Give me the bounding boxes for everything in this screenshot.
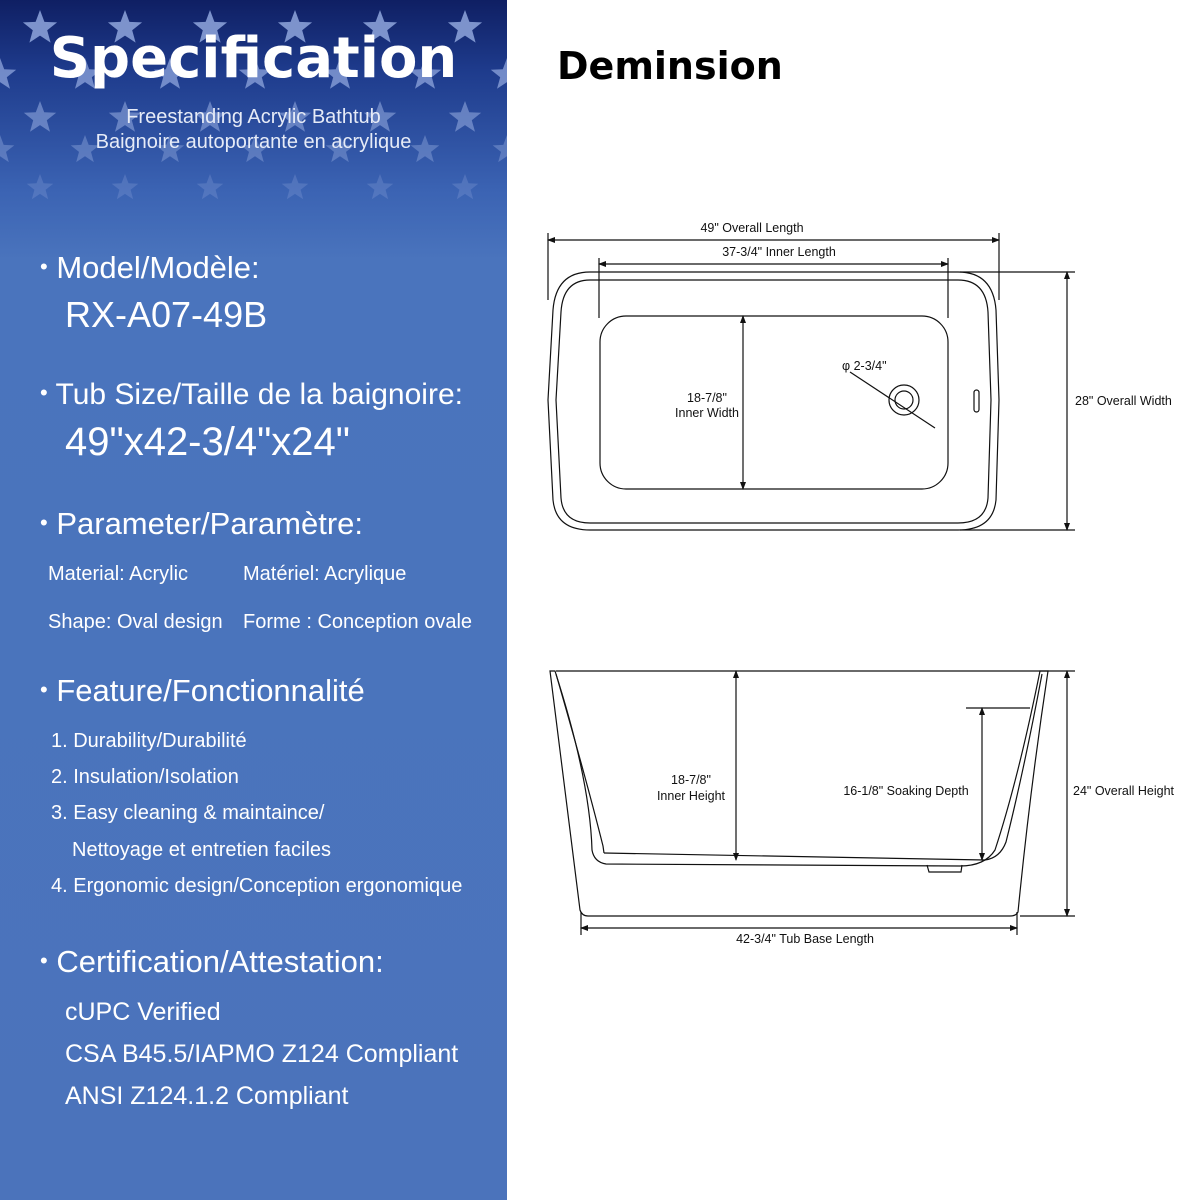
decorative-star-icon: [70, 135, 100, 163]
feature-item: 4. Ergonomic design/Conception ergonomiq…: [51, 875, 463, 897]
decorative-star-icon: [155, 135, 185, 163]
decorative-star-icon: [448, 101, 482, 132]
side-view: [549, 670, 1075, 935]
dimension-title: Deminsion: [557, 44, 783, 88]
size-heading: • Tub Size/Taille de la baignoire:: [40, 378, 463, 412]
decorative-star-icon: [362, 10, 398, 43]
soaking-depth-label: 16-1/8" Soaking Depth: [843, 784, 968, 798]
model-heading: • Model/Modèle:: [40, 250, 260, 286]
cert-heading: • Certification/Attestation:: [40, 944, 384, 980]
decorative-star-icon: [278, 101, 312, 132]
decorative-star-icon: [447, 10, 483, 43]
size-heading-text: Tub Size/Taille de la baignoire:: [55, 378, 463, 411]
decorative-star-icon: [192, 10, 228, 43]
decorative-star-icon: [108, 101, 142, 132]
feature-item: 1. Durability/Durabilité: [51, 730, 247, 752]
inner-width-label-value: 18-7/8": [687, 391, 727, 405]
decorative-star-icon: [153, 58, 187, 89]
bullet: •: [40, 254, 48, 279]
decorative-star-icon: [281, 174, 309, 200]
drain-diameter-label: φ 2-3/4": [842, 359, 887, 373]
param-material-fr: Matériel: Acrylique: [243, 563, 407, 585]
tub-outer-rim: [547, 271, 1000, 531]
param-shape-fr: Forme : Conception ovale: [243, 611, 473, 633]
top-view: [547, 233, 1075, 531]
inner-height-label-text: Inner Height: [657, 789, 726, 803]
decorative-star-icon: [26, 174, 54, 200]
feature-item: 2. Insulation/Isolation: [51, 766, 239, 788]
decorative-star-icon: [22, 10, 58, 43]
bullet: •: [40, 380, 48, 405]
decorative-star-icon: [325, 135, 355, 163]
tub-side-inner-left: [555, 673, 605, 854]
cert-item: cUPC Verified: [65, 998, 221, 1026]
bullet: •: [40, 948, 48, 973]
tub-inner-rim: [555, 279, 992, 524]
model-value: RX-A07-49B: [65, 294, 268, 335]
base-length-label: 42-3/4" Tub Base Length: [736, 932, 874, 946]
drain-inner: [894, 390, 914, 410]
feature-item-continued: Nettoyage et entretien faciles: [72, 839, 332, 861]
decorative-star-icon: [193, 101, 227, 132]
inner-length-label: 37-3/4" Inner Length: [722, 245, 836, 259]
drain-outer: [888, 384, 920, 416]
decorative-star-icon: [490, 58, 507, 89]
decorative-star-icon: [323, 58, 357, 89]
overall-length-label: 49" Overall Length: [700, 221, 803, 235]
decorative-star-icon: [410, 135, 440, 163]
drain-leader-line: [849, 371, 936, 429]
param-shape-en: Shape: Oval design: [48, 611, 223, 633]
inner-height-label-value: 18-7/8": [671, 773, 711, 787]
specification-panel: Specification Freestanding Acrylic Batht…: [0, 0, 507, 1200]
overall-height-label: 24" Overall Height: [1073, 784, 1175, 798]
decorative-star-icon: [238, 58, 272, 89]
overflow-slot: [973, 389, 980, 413]
bullet: •: [40, 510, 48, 535]
decorative-star-icon: [366, 174, 394, 200]
tub-basin: [599, 315, 949, 490]
decorative-star-icon: [0, 58, 17, 89]
size-value: 49"x42-3/4"x24": [65, 420, 350, 464]
decorative-star-icon: [277, 10, 313, 43]
cert-heading-text: Certification/Attestation:: [56, 944, 384, 979]
cert-item: CSA B45.5/IAPMO Z124 Compliant: [65, 1040, 459, 1068]
param-heading: • Parameter/Paramètre:: [40, 506, 363, 542]
tub-floor: [603, 852, 986, 861]
decorative-star-icon: [0, 135, 15, 163]
feature-heading: • Feature/Fonctionnalité: [40, 673, 365, 709]
inner-width-label-text: Inner Width: [675, 406, 739, 420]
decorative-star-icon: [107, 10, 143, 43]
star-pattern: [0, 10, 507, 200]
decorative-star-icon: [240, 135, 270, 163]
decorative-star-icon: [196, 174, 224, 200]
param-heading-text: Parameter/Paramètre:: [56, 506, 363, 541]
spec-title: Specification: [49, 26, 458, 91]
feature-item: 3. Easy cleaning & maintaince/: [51, 802, 325, 824]
dimension-drawing: 49" Overall Length 37-3/4" Inner Length …: [547, 221, 1175, 946]
overall-width-label: 28" Overall Width: [1075, 394, 1172, 408]
decorative-star-icon: [408, 58, 442, 89]
feature-heading-text: Feature/Fonctionnalité: [56, 673, 365, 708]
decorative-star-icon: [111, 174, 139, 200]
decorative-star-icon: [451, 174, 479, 200]
tub-side-inner-right: [984, 673, 1043, 861]
param-material-en: Material: Acrylic: [48, 563, 189, 585]
bullet: •: [40, 677, 48, 702]
drain-fitting: [926, 864, 963, 873]
subtitle-en: Freestanding Acrylic Bathtub: [126, 106, 381, 128]
decorative-star-icon: [68, 58, 102, 89]
subtitle-fr: Baignoire autoportante en acrylique: [95, 131, 412, 153]
model-heading-text: Model/Modèle:: [56, 250, 260, 285]
decorative-star-icon: [492, 135, 507, 163]
cert-item: ANSI Z124.1.2 Compliant: [65, 1082, 349, 1110]
decorative-star-icon: [363, 101, 397, 132]
decorative-star-icon: [23, 101, 57, 132]
